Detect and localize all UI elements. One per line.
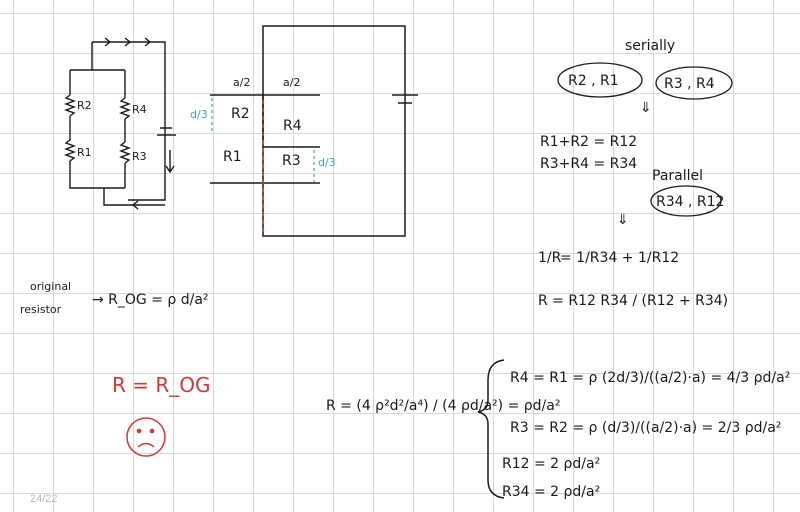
sad-face-icon: [126, 417, 166, 457]
page-indicator: 24/22: [30, 493, 58, 505]
group2-ellipse: [655, 66, 733, 100]
group1-label: R2 , R1: [568, 73, 619, 89]
derivation-row-4: R34 = 2 ρd/a²: [502, 484, 600, 500]
result-equation: R = R_OG: [112, 373, 211, 397]
derivation-lhs: R = (4 ρ²d²/a⁴) / (4 ρd/a²) = ρd/a²: [326, 398, 560, 414]
parallel-heading: Parallel: [652, 168, 703, 184]
circuit-label-r4: R4: [132, 103, 147, 116]
original-formula: → R_OG = ρ d/a²: [92, 292, 209, 308]
block-region-r3: R3: [282, 153, 301, 169]
block-region-r4: R4: [283, 118, 302, 134]
series-eq-2: R3+R4 = R34: [540, 156, 637, 172]
circuit-label-r2: R2: [77, 99, 92, 112]
dimension-label-right: d/3: [318, 156, 336, 169]
original-label-1: original: [30, 280, 71, 293]
original-label-2: resistor: [20, 303, 62, 316]
derivation-row-2: R3 = R2 = ρ (d/3)/((a/2)·a) = 2/3 ρd/a²: [510, 420, 781, 436]
block-diagram: [210, 25, 418, 237]
serially-heading: serially: [625, 38, 675, 54]
group2-label: R3 , R4: [664, 76, 715, 92]
group3-ellipse: [650, 185, 722, 217]
parallel-eq-lhs: 1/R: [538, 250, 562, 266]
top-label-left: a/2: [233, 76, 250, 89]
series-eq-1: R1+R2 = R12: [540, 134, 637, 150]
circuit-label-r1: R1: [77, 146, 92, 159]
circuit-label-r3: R3: [132, 150, 147, 163]
circuit-sketch: [64, 37, 176, 210]
brace-icon: [477, 359, 505, 499]
dimension-label-left: d/3: [190, 108, 208, 121]
top-label-right: a/2: [283, 76, 300, 89]
block-region-r1: R1: [223, 149, 242, 165]
down-arrow-2-icon: ⇓: [617, 212, 629, 228]
down-arrow-icon: ⇓: [640, 100, 652, 116]
derivation-row-1: R4 = R1 = ρ (2d/3)/((a/2)·a) = 4/3 ρd/a²: [510, 370, 790, 386]
parallel-eq-result: R = R12 R34 / (R12 + R34): [538, 293, 728, 309]
parallel-eq-rhs: = 1/R34 + 1/R12: [560, 250, 679, 266]
derivation-row-3: R12 = 2 ρd/a²: [502, 456, 600, 472]
group3-label: R34 , R12: [656, 194, 724, 210]
block-region-r2: R2: [231, 106, 250, 122]
group1-ellipse: [557, 62, 643, 98]
